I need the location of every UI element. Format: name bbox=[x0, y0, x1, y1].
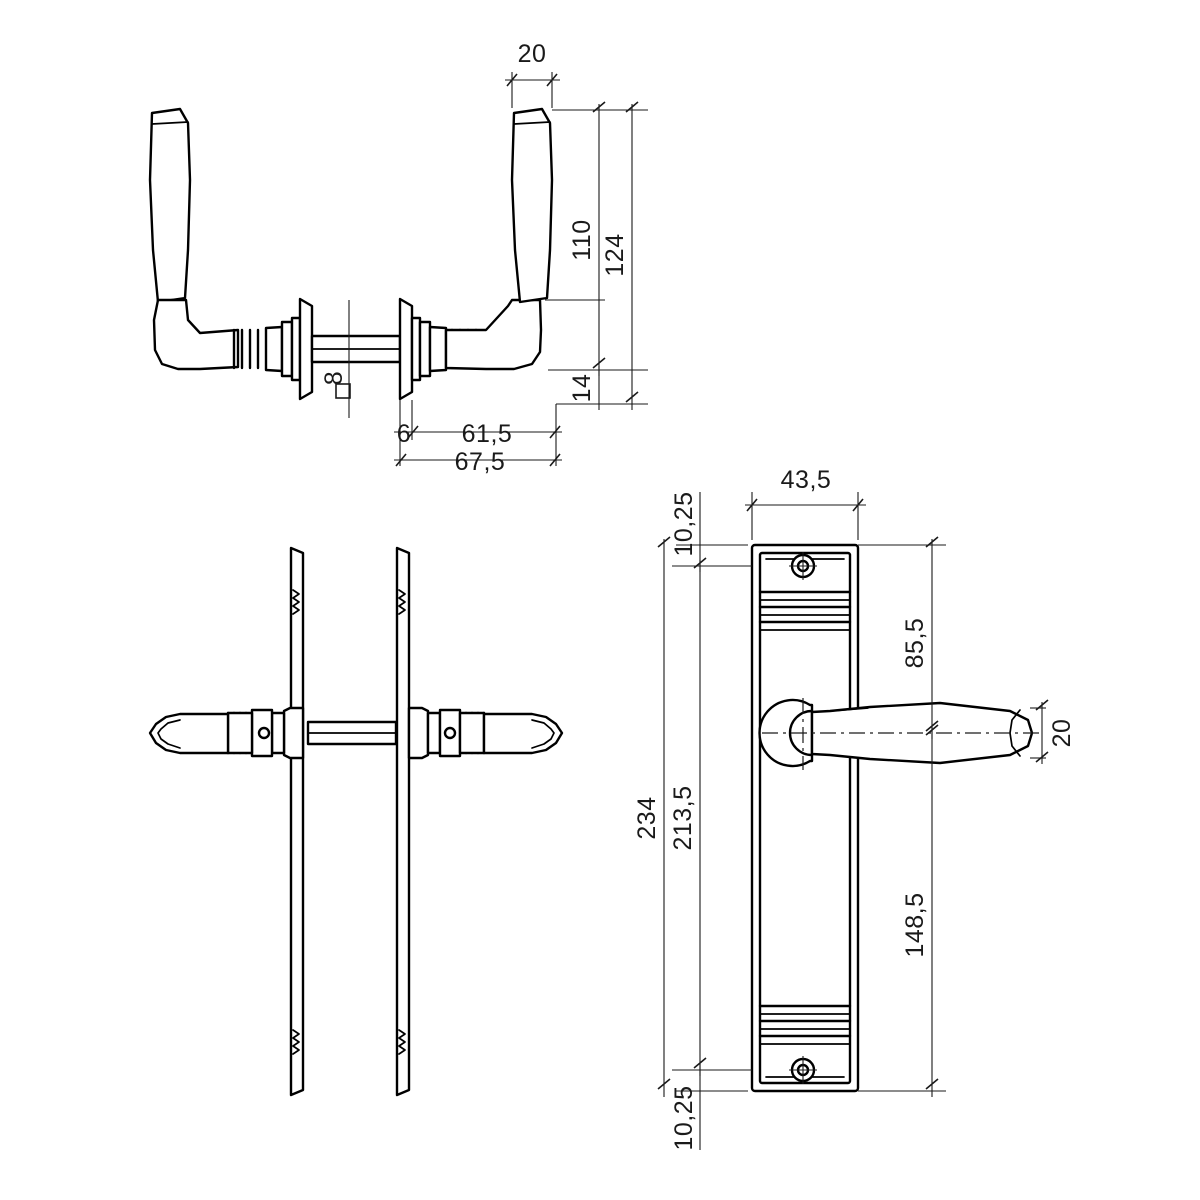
backplate bbox=[750, 543, 860, 1093]
dim-extension-lines-right-front bbox=[858, 544, 1046, 1092]
left-lever-knurl bbox=[232, 325, 284, 373]
dim-label-lever-width: 20 bbox=[518, 40, 547, 68]
backplate-grooves-bottom bbox=[758, 1004, 852, 1045]
dim-label-bottom-margin: 10,25 bbox=[670, 1085, 698, 1150]
section-right-lever bbox=[407, 706, 564, 760]
dim-spindle-square-8: 8 bbox=[320, 300, 351, 418]
right-lever-grip bbox=[510, 107, 554, 304]
screw-top bbox=[789, 552, 817, 580]
dim-lever-height-124: 124 bbox=[601, 101, 639, 410]
dim-handle-centre-bottom-148-5: 148,5 bbox=[901, 724, 939, 1097]
square-symbol-icon bbox=[335, 383, 351, 399]
dim-label-lever-thickness: 20 bbox=[1048, 719, 1076, 748]
dim-label-handle-projection: 61,5 bbox=[462, 420, 513, 448]
dim-rosette-height-14: 14 bbox=[568, 366, 600, 410]
right-lever-neck bbox=[444, 298, 543, 371]
dim-screw-centres-213-5: 213,5 bbox=[669, 557, 707, 1076]
front-view: 43,5 10,25 10,25 234 bbox=[633, 466, 1076, 1151]
dim-plate-width-43-5: 43,5 bbox=[745, 466, 866, 540]
dim-label-lever-height-total: 124 bbox=[601, 233, 629, 276]
section-left-lever bbox=[148, 706, 305, 760]
section-plate-right bbox=[395, 546, 411, 1097]
dim-lever-width-20: 20 bbox=[505, 40, 560, 108]
dim-extension-lines-left bbox=[672, 544, 752, 1092]
screw-bottom bbox=[789, 1056, 817, 1084]
dim-top-margin-10-25: 10,25 bbox=[670, 491, 701, 572]
left-rosette bbox=[280, 297, 314, 401]
dim-label-spindle-size: 8 bbox=[320, 371, 348, 385]
dim-label-plate-width: 43,5 bbox=[781, 466, 832, 494]
dim-label-plate-length: 234 bbox=[633, 796, 661, 839]
dim-label-total-depth: 67,5 bbox=[455, 448, 506, 476]
dim-label-handle-centre-top: 85,5 bbox=[901, 618, 929, 669]
dim-plate-length-234: 234 bbox=[633, 536, 671, 1097]
spindle bbox=[310, 334, 402, 364]
dim-label-handle-centre-bottom: 148,5 bbox=[901, 892, 929, 957]
left-lever-neck bbox=[152, 298, 240, 371]
backplate-grooves-top bbox=[758, 590, 852, 631]
section-view bbox=[148, 546, 564, 1097]
dim-label-lever-height-inner: 110 bbox=[568, 219, 596, 260]
dim-label-top-margin: 10,25 bbox=[670, 491, 698, 556]
left-lever-grip bbox=[148, 107, 192, 304]
dim-lever-height-110: 110 bbox=[568, 101, 606, 376]
dim-depth-chain: 6 61,5 67,5 bbox=[394, 400, 562, 476]
section-spindle bbox=[306, 720, 398, 746]
dim-bottom-margin-10-25: 10,25 bbox=[670, 1064, 701, 1151]
dim-lever-thickness-20: 20 bbox=[1035, 699, 1076, 764]
dim-label-rosette-depth: 6 bbox=[397, 420, 411, 448]
top-view: 20 110 124 14 bbox=[148, 40, 648, 476]
dim-handle-centre-top-85-5: 85,5 bbox=[901, 536, 939, 739]
right-rosette bbox=[398, 297, 448, 401]
dim-label-rosette-height: 14 bbox=[568, 374, 596, 403]
section-plate-left bbox=[289, 546, 305, 1097]
dim-label-screw-centres: 213,5 bbox=[669, 785, 697, 850]
